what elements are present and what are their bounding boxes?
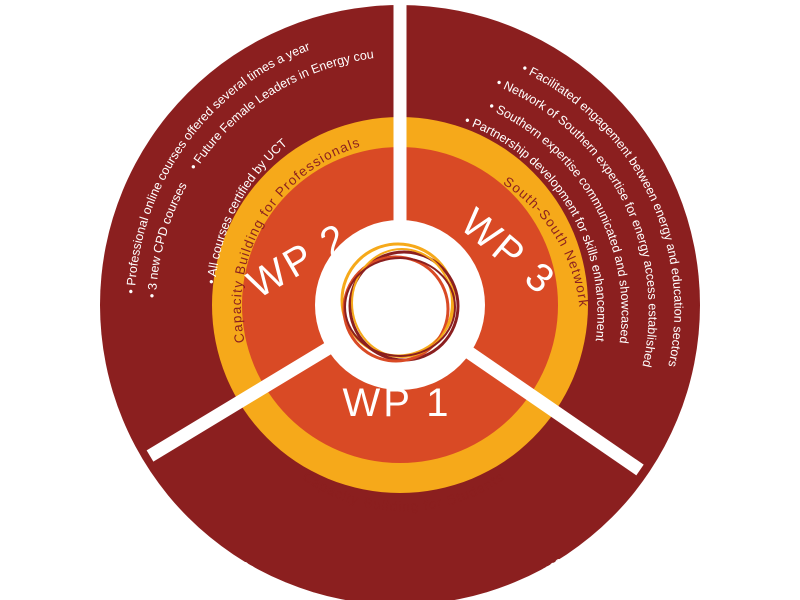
center-logo-icon — [340, 242, 460, 363]
wp1-label: WP 1 — [342, 381, 451, 425]
